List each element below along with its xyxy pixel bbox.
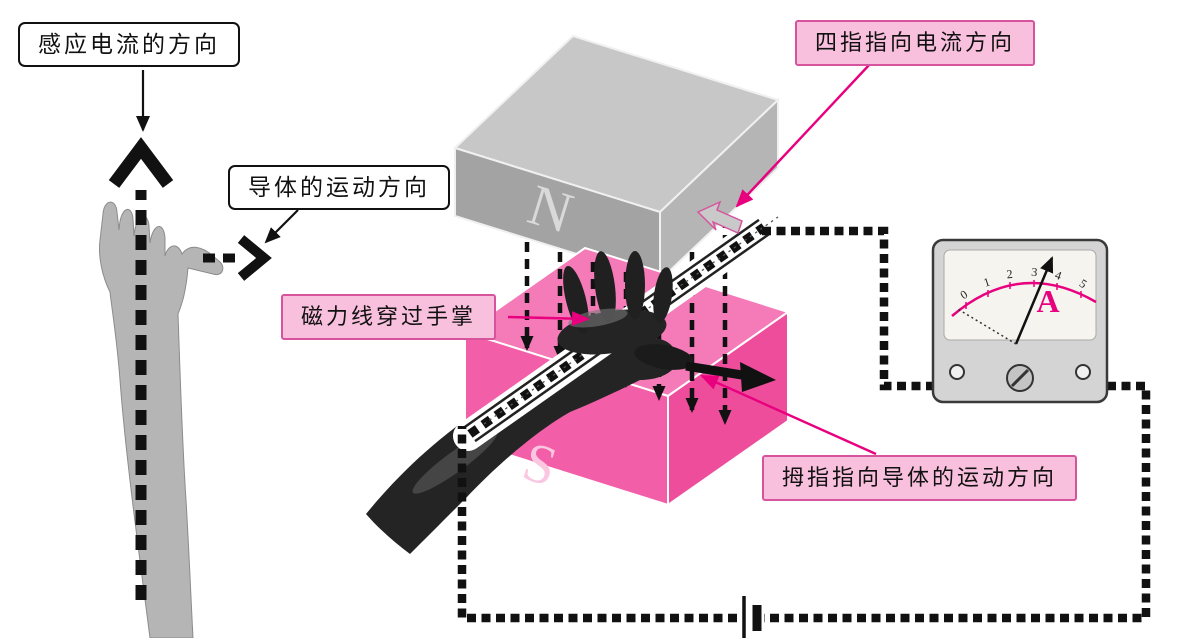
tick-label: 3 <box>1031 265 1038 280</box>
rod-dotted-guide <box>483 216 779 425</box>
ammeter-scale-arc <box>951 281 1097 317</box>
ammeter-terminal-left <box>949 364 965 380</box>
ammeter-needle <box>1014 256 1054 345</box>
callout-induced-current: 感应电流的方向 <box>18 22 240 68</box>
callout-line-conductor-motion <box>264 209 299 244</box>
callout-connectors <box>507 63 877 456</box>
left-arm-silhouette <box>99 201 224 638</box>
callout-thumb-motion: 拇指指向导体的运动方向 <box>762 455 1078 502</box>
arrowhead-right <box>237 235 272 281</box>
s-magnet-side-face <box>667 310 789 507</box>
finger <box>625 251 645 319</box>
thumb <box>634 344 694 370</box>
n-magnet-side-face <box>659 97 779 283</box>
conductor-motion-arrow <box>203 235 272 281</box>
n-magnet: N <box>453 34 780 283</box>
ammeter-needle-shadow <box>955 307 1017 345</box>
callout-conductor-motion: 导体的运动方向 <box>228 165 450 211</box>
induced-current-arrow <box>108 137 174 600</box>
thumb-motion-arrow <box>685 361 776 392</box>
tick-label: 2 <box>1006 267 1013 282</box>
ammeter-dial <box>943 249 1097 341</box>
finger <box>653 267 673 323</box>
current-direction-arrow-icon <box>696 200 743 235</box>
callout-fingers-current: 四指指向电流方向 <box>795 20 1036 67</box>
tick-label: 4 <box>1053 268 1063 283</box>
ammeter: 0 1 2 3 4 5 A <box>931 238 1109 404</box>
callout-line-fingers-current <box>735 63 871 208</box>
battery-icon <box>742 596 762 638</box>
callout-flux-through-palm: 磁力线穿过手掌 <box>281 294 497 341</box>
callout-line-flux-through-palm <box>507 311 590 327</box>
tick-label: 1 <box>982 275 992 290</box>
callout-line-thumb-motion <box>700 374 877 456</box>
arrowhead-up <box>108 137 174 188</box>
circuit-wire-right-bottom <box>764 381 1151 623</box>
ammeter-scale-ticks <box>965 280 1082 309</box>
ammeter-unit-label: A <box>1036 283 1059 319</box>
ammeter-screw-slot <box>1010 368 1030 388</box>
ammeter-terminal-right <box>1075 364 1091 380</box>
grip-hand-palm <box>366 337 678 554</box>
left-hand-illustration <box>99 70 299 638</box>
finger <box>594 251 616 323</box>
circuit-wire-top-right <box>762 226 933 391</box>
circuit-wire-bottom-left <box>457 426 737 623</box>
circuit-wires <box>457 226 1151 623</box>
